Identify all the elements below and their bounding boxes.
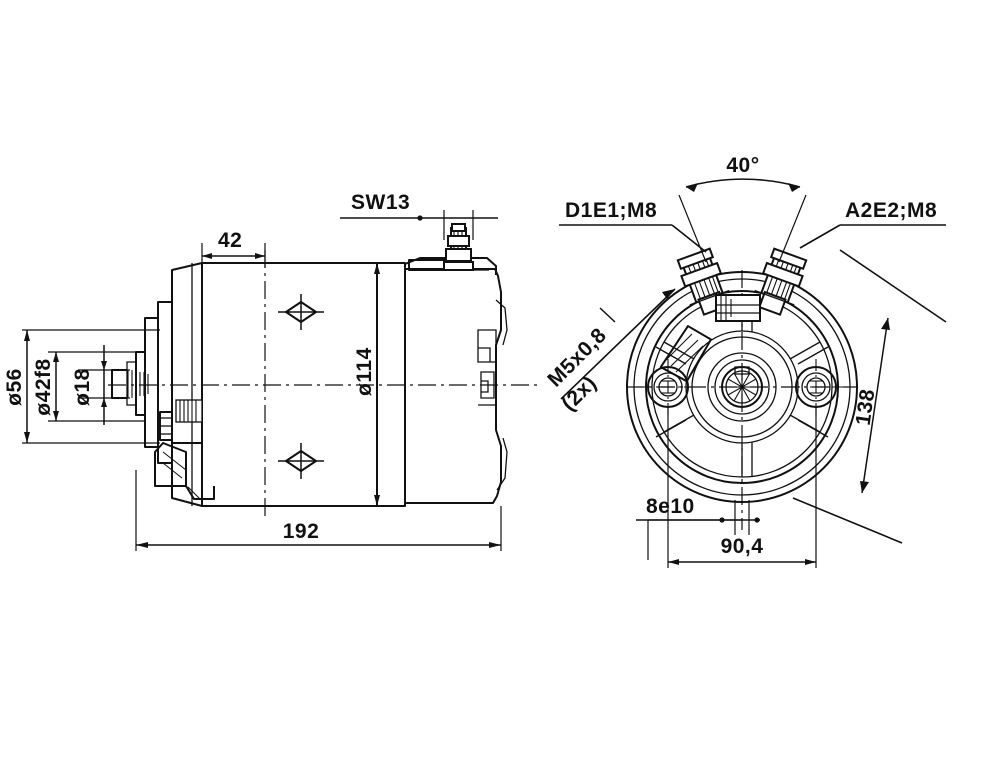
dim-8e10: 8e10 — [636, 495, 760, 560]
bolt-hole-marker-top — [278, 294, 324, 330]
label-a2e2-text: A2E2;M8 — [845, 199, 937, 222]
dim-sw13-label: SW13 — [351, 191, 410, 214]
bolt-hole-marker-bottom — [278, 443, 324, 479]
terminal-stud-side — [408, 223, 474, 271]
fixing-boss-right — [788, 359, 844, 415]
side-elevation-view: SW13 42 ø114 192 — [3, 191, 540, 551]
terminal-stud-left — [659, 247, 730, 383]
dim-d18: ø18 — [71, 345, 130, 425]
dim-42-label: 42 — [218, 229, 242, 252]
label-a2e2: A2E2;M8 — [799, 199, 946, 249]
dim-d56: ø56 — [3, 329, 160, 444]
dim-d18-label: ø18 — [71, 368, 94, 406]
dim-angle-40-label: 40° — [726, 154, 759, 177]
housing-inner-circle — [633, 278, 851, 496]
dim-8e10-label: 8e10 — [646, 495, 695, 518]
dim-42: 42 — [201, 229, 266, 268]
dim-d114-label: ø114 — [353, 347, 376, 396]
dim-192: 192 — [135, 470, 502, 551]
dim-d114: ø114 — [353, 263, 380, 506]
label-d1e1: D1E1;M8 — [559, 199, 707, 253]
dim-904-label: 90,4 — [721, 535, 764, 558]
end-face-view: 40° D1E1;M8 A2E2;M8 M5x0,8 (2x) — [543, 154, 947, 568]
splined-shaft — [707, 352, 777, 422]
commutator-end-cap — [404, 257, 508, 504]
terminal-block — [715, 294, 761, 322]
dim-138: 138 — [792, 249, 947, 544]
dim-d42f8: ø42f8 — [32, 351, 146, 422]
dim-angle-40: 40° — [678, 154, 807, 263]
dim-d56-label: ø56 — [3, 368, 26, 406]
dim-d42f8-label: ø42f8 — [32, 358, 55, 415]
dim-sw13: SW13 — [340, 191, 498, 240]
dim-138-label: 138 — [852, 387, 880, 426]
label-d1e1-text: D1E1;M8 — [565, 199, 657, 222]
housing-outer-circle — [626, 271, 858, 503]
dim-904: 90,4 — [667, 407, 817, 568]
dim-192-label: 192 — [283, 520, 320, 543]
terminal-stud-right — [754, 247, 808, 316]
